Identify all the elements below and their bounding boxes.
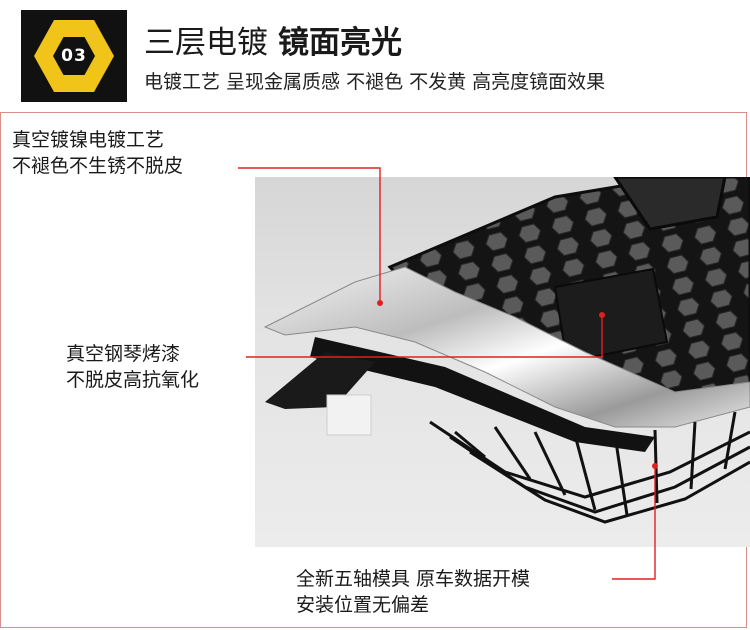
callout-plating: 真空镀镍电镀工艺 不褪色不生锈不脱皮 xyxy=(12,127,183,179)
callout-mold-line1: 全新五轴模具 原车数据开模 xyxy=(296,568,531,590)
callout-mold: 全新五轴模具 原车数据开模 安装位置无偏差 xyxy=(296,566,530,618)
callout-mold-line2: 安装位置无偏差 xyxy=(296,594,430,616)
title-bold: 镜面亮光 xyxy=(278,25,402,61)
callout-plating-line2: 不褪色不生锈不脱皮 xyxy=(12,155,184,177)
section-number: 03 xyxy=(61,46,87,66)
callout-paint: 真空钢琴烤漆 不脱皮高抗氧化 xyxy=(66,341,199,393)
header: 03 三层电镀镜面亮光 电镀工艺 呈现金属质感 不褪色 不发黄 高亮度镜面效果 xyxy=(0,0,750,108)
callout-paint-line2: 不脱皮高抗氧化 xyxy=(66,369,200,391)
page-title: 三层电镀镜面亮光 xyxy=(144,23,402,63)
grille-illustration xyxy=(263,177,750,524)
callout-paint-line1: 真空钢琴烤漆 xyxy=(66,343,181,365)
hexagon-icon: 03 xyxy=(34,20,114,92)
lower-trim xyxy=(310,337,655,452)
title-regular: 三层电镀 xyxy=(144,25,268,61)
logo-opening xyxy=(613,177,727,231)
page-subtitle: 电镀工艺 呈现金属质感 不褪色 不发黄 高亮度镜面效果 xyxy=(144,71,606,93)
callout-plating-line1: 真空镀镍电镀工艺 xyxy=(12,129,165,151)
grille-product-photo xyxy=(255,177,750,547)
section-number-badge: 03 xyxy=(21,10,127,102)
side-bracket xyxy=(265,352,375,409)
mounting-clip xyxy=(326,394,372,436)
